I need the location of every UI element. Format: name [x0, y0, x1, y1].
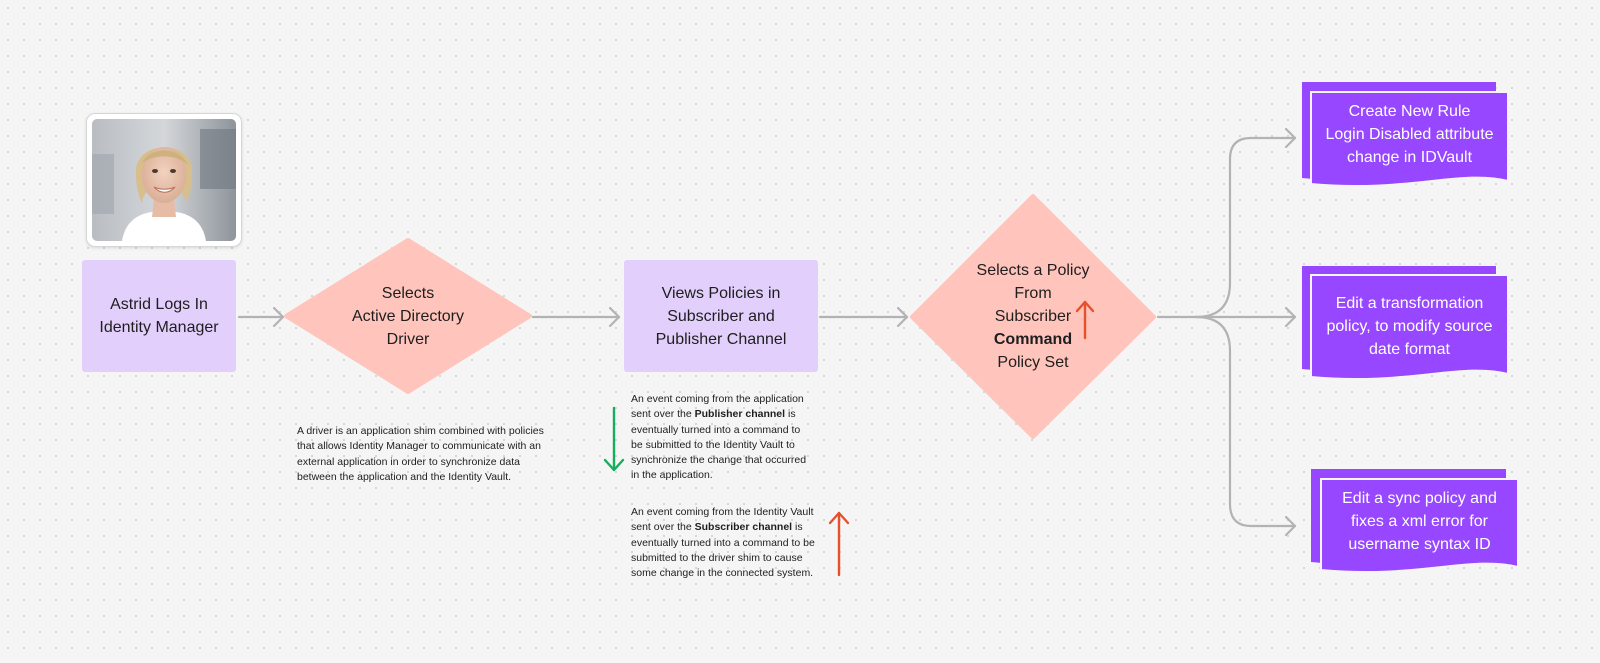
connector-branch — [1156, 127, 1297, 537]
note-line: eventually turned into a command to — [631, 423, 801, 436]
note-subscriber-channel: An event coming from the Identity Vault … — [631, 505, 846, 581]
outcome-doc-2-shape — [1302, 266, 1509, 381]
note-line: sent over the Subscriber channel is — [631, 520, 846, 535]
connector-start-to-driver — [237, 306, 285, 328]
note-line: eventually turned into a command to be — [631, 536, 815, 549]
note-line: A driver is an application shim combined… — [297, 425, 544, 437]
outcome-doc-1-shape — [1302, 82, 1509, 188]
red-up-arrow-icon — [1075, 300, 1095, 340]
note-text: is — [785, 408, 796, 421]
connector-driver-to-policies — [531, 306, 621, 328]
process-line: Subscriber and — [667, 307, 775, 325]
outcome-line: Edit a sync policy and — [1342, 490, 1497, 507]
note-bold-publisher-channel: Publisher channel — [694, 408, 786, 421]
note-line: in the application. — [631, 469, 713, 482]
note-line: submitted to the driver shim to cause — [631, 551, 803, 564]
green-down-arrow-icon — [603, 406, 625, 472]
note-line: between the application and the Identity… — [297, 470, 512, 483]
avatar — [86, 113, 242, 247]
outcome-line: Edit a transformation — [1335, 295, 1484, 312]
red-up-arrow-icon — [828, 511, 850, 577]
decision-line: From — [1014, 285, 1052, 302]
decision-line: Policy Set — [997, 354, 1069, 371]
note-line: external application in order to synchro… — [297, 455, 520, 468]
outcome-doc-1-text: Create New Rule Login Disabled attribute… — [1311, 100, 1508, 169]
outcome-line: Login Disabled attribute — [1325, 126, 1494, 143]
note-driver-definition: A driver is an application shim combined… — [297, 424, 567, 485]
start-node-line: Identity Manager — [99, 319, 219, 336]
decision-line: Active Directory — [351, 308, 465, 325]
note-text: sent over the — [631, 521, 695, 534]
outcome-line: fixes a xml error for — [1351, 513, 1488, 530]
outcome-line: username syntax ID — [1348, 536, 1491, 553]
note-publisher-channel: An event coming from the application sen… — [631, 392, 841, 484]
outcome-line: date format — [1369, 341, 1450, 358]
outcome-line: Create New Rule — [1348, 103, 1471, 120]
note-line: An event coming from the Identity Vault — [631, 506, 814, 518]
note-line: synchronize the change that occurred — [631, 454, 807, 467]
outcome-line: change in IDVault — [1346, 149, 1473, 166]
decision-line: Selects a Policy — [976, 262, 1090, 279]
note-line: be submitted to the Identity Vault to — [631, 438, 795, 451]
decision-line: Driver — [386, 331, 430, 348]
start-node-astrid-login: Astrid Logs In Identity Manager — [82, 260, 236, 372]
note-text: is — [792, 521, 803, 534]
process-line: Views Policies in — [661, 284, 781, 302]
note-line: some change in the connected system. — [631, 567, 814, 580]
decision-line-bold: Command — [993, 331, 1073, 348]
avatar-photo — [92, 119, 236, 241]
outcome-line: policy, to modify source — [1326, 318, 1493, 335]
decision-select-driver-label: Selects Active Directory Driver — [318, 282, 498, 351]
note-line: that allows Identity Manager to communic… — [297, 440, 541, 453]
decision-line: Subscriber — [994, 308, 1072, 325]
note-line: An event coming from the application — [631, 393, 804, 405]
outcome-doc-2-text: Edit a transformation policy, to modify … — [1311, 292, 1508, 361]
note-bold-subscriber-channel: Subscriber channel — [694, 521, 793, 534]
note-text: sent over the — [631, 408, 695, 421]
outcome-doc-3-shape — [1311, 469, 1519, 574]
decision-line: Selects — [381, 285, 435, 302]
process-line: Publisher Channel — [655, 330, 787, 348]
decision-select-policy-shape — [910, 194, 1156, 439]
start-node-line: Astrid Logs In — [110, 296, 208, 313]
decision-select-policy-label: Selects a Policy From Subscriber Command… — [953, 259, 1113, 374]
outcome-doc-3-text: Edit a sync policy and fixes a xml error… — [1321, 487, 1518, 556]
decision-select-driver-shape — [284, 238, 532, 394]
note-line: sent over the Publisher channel is — [631, 407, 841, 422]
connector-policies-to-policyset — [818, 306, 909, 328]
process-view-policies: Views Policies in Subscriber and Publish… — [624, 260, 818, 372]
